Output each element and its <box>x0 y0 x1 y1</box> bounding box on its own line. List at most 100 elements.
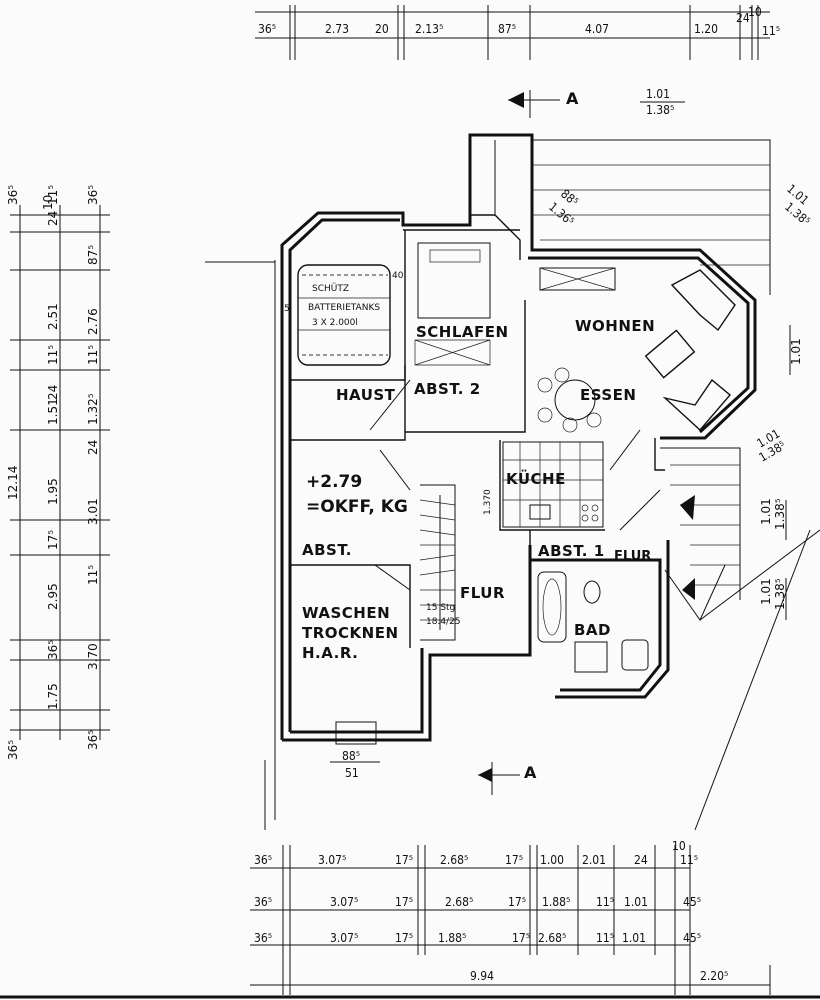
dim-text: 1.00 <box>540 853 564 867</box>
stair-height: 1.370 <box>483 489 493 515</box>
bed <box>414 242 491 366</box>
bath-fixtures <box>537 571 649 673</box>
dim-text: 17⁵ <box>395 931 413 945</box>
dim-text: 2.95 <box>46 583 60 610</box>
dim-text: 1.20 <box>694 22 718 36</box>
dim-text: 10 <box>41 195 55 210</box>
dim-text: 3.07⁵ <box>330 895 358 909</box>
diagonal-dims: 88⁵ 1.36⁵ 1.01 1.38⁵ <box>546 182 813 229</box>
living-furniture <box>537 267 736 433</box>
dim-text: 1.01 <box>624 895 648 909</box>
section-label: A <box>566 89 579 108</box>
dim-text: 20 <box>375 22 389 36</box>
tank-label: 40 <box>392 271 404 281</box>
stair-note: 18.4/25 <box>426 617 461 627</box>
dim-text: 88⁵ <box>342 749 360 763</box>
room-labels: SCHLAFEN WOHNEN ESSEN HAUST ABST. 2 KÜCH… <box>302 317 655 662</box>
room-label-waschen: WASCHEN <box>302 604 390 622</box>
top-right-small-dims: 1.01 1.38⁵ <box>640 87 685 117</box>
tank-label: SCHÜTZ <box>312 283 349 294</box>
top-dimension-chain: 36⁵ 2.73 20 2.13⁵ 87⁵ 4.07 1.20 24 10 11… <box>255 5 780 60</box>
room-label-flur-small: FLUR <box>614 549 651 564</box>
dim-text: 1.01 <box>759 498 773 525</box>
room-label-har: H.A.R. <box>302 644 358 662</box>
dim-text: 1.01 <box>622 931 646 945</box>
room-label-abst: ABST. <box>302 541 352 559</box>
room-label-abst2: ABST. 2 <box>414 380 481 398</box>
room-label-wohnen: WOHNEN <box>575 317 655 335</box>
dim-text: 2.68⁵ <box>445 895 473 909</box>
dim-text: 2.73 <box>325 22 349 36</box>
dim-text: 36⁵ <box>254 895 272 909</box>
battery-tanks: SCHÜTZ BATTERIETANKS 3 X 2.000l 40 5 <box>284 264 404 366</box>
dim-text: 2.68⁵ <box>440 853 468 867</box>
dim-text: 17⁵ <box>395 895 413 909</box>
bottom-dimension-chains: 36⁵ 3.07⁵ 17⁵ 2.68⁵ 17⁵ 1.00 2.01 24 11⁵… <box>250 839 771 995</box>
dim-text: 51 <box>345 766 359 780</box>
dim-text: 24 <box>46 211 60 226</box>
dim-text: 36⁵ <box>46 640 60 660</box>
dim-text: 1.75 <box>46 683 60 710</box>
property-line <box>694 529 811 831</box>
dim-text: 36⁵ <box>86 185 100 205</box>
dim-text: 24 <box>736 11 750 25</box>
dim-text: 1.51 <box>46 398 60 425</box>
dim-text: 87⁵ <box>498 22 516 36</box>
dim-text: 36⁵ <box>254 931 272 945</box>
terrace-decking-east <box>660 447 820 622</box>
dim-text: 2.68⁵ <box>538 931 566 945</box>
dim-text: 24 <box>46 385 60 400</box>
dim-text: 36⁵ <box>86 730 100 750</box>
dim-text: 11⁵ <box>596 895 614 909</box>
stair-note: 15 Stg <box>426 603 455 613</box>
room-label-abst1: ABST. 1 <box>538 542 605 560</box>
dim-text: 17⁵ <box>505 853 523 867</box>
dim-text: 1.32⁵ <box>86 393 100 425</box>
staircase: 15 Stg 18.4/25 1.370 <box>419 484 493 641</box>
dim-text: 11⁵ <box>680 853 698 867</box>
tank-label: 3 X 2.000l <box>312 318 358 328</box>
dim-text: 12.14 <box>6 466 20 500</box>
door-swings <box>369 379 695 600</box>
terrace-decking <box>494 139 771 295</box>
dim-text: 17⁵ <box>512 931 530 945</box>
room-label-flur: FLUR <box>460 584 505 602</box>
dim-text: 36⁵ <box>6 740 20 760</box>
tank-label: BATTERIETANKS <box>308 303 380 313</box>
dim-text: 11⁵ <box>86 565 100 585</box>
dim-text: 4.07 <box>585 22 609 36</box>
dim-text: 24 <box>86 440 100 455</box>
dim-text: 17⁵ <box>508 895 526 909</box>
dim-text: 17⁵ <box>395 853 413 867</box>
dim-text: 2.51 <box>46 303 60 330</box>
kitchen-counter <box>502 441 604 528</box>
dim-text: 1.01 <box>646 87 670 101</box>
dim-text: 1.88⁵ <box>542 895 570 909</box>
dim-text: 3.01 <box>86 498 100 525</box>
dim-text: 87⁵ <box>86 245 100 265</box>
dim-text: 1.38⁵ <box>773 578 787 610</box>
dim-text: 1.01 <box>789 338 803 365</box>
room-label-essen: ESSEN <box>580 386 636 404</box>
dim-text: 1.38⁵ <box>773 498 787 530</box>
dim-text: 10 <box>672 839 686 853</box>
dim-text: 1.88⁵ <box>438 931 466 945</box>
dim-text: 2.13⁵ <box>415 22 443 36</box>
dim-text: 11⁵ <box>46 185 60 205</box>
room-label-haust: HAUST <box>336 386 396 404</box>
dim-text: 11⁵ <box>86 345 100 365</box>
dim-text: 2.01 <box>582 853 606 867</box>
room-label-bad: BAD <box>574 621 611 639</box>
dim-text: 2.76 <box>86 308 100 335</box>
dim-text: 1.38⁵ <box>646 103 674 117</box>
dim-text: 1.01 <box>759 578 773 605</box>
left-dimension-chains: 12.14 36⁵ 36⁵ 24 10 2.51 11⁵ 24 1.51 1.9… <box>6 185 110 760</box>
dim-text: 45⁵ <box>683 931 701 945</box>
dim-text: 24 <box>634 853 648 867</box>
section-marker-bottom: A <box>478 762 537 795</box>
dim-text: 3.70 <box>86 643 100 670</box>
dim-text: 11⁵ <box>762 24 780 38</box>
dim-text: 2.20⁵ <box>700 969 728 983</box>
dim-text: 11⁵ <box>596 931 614 945</box>
